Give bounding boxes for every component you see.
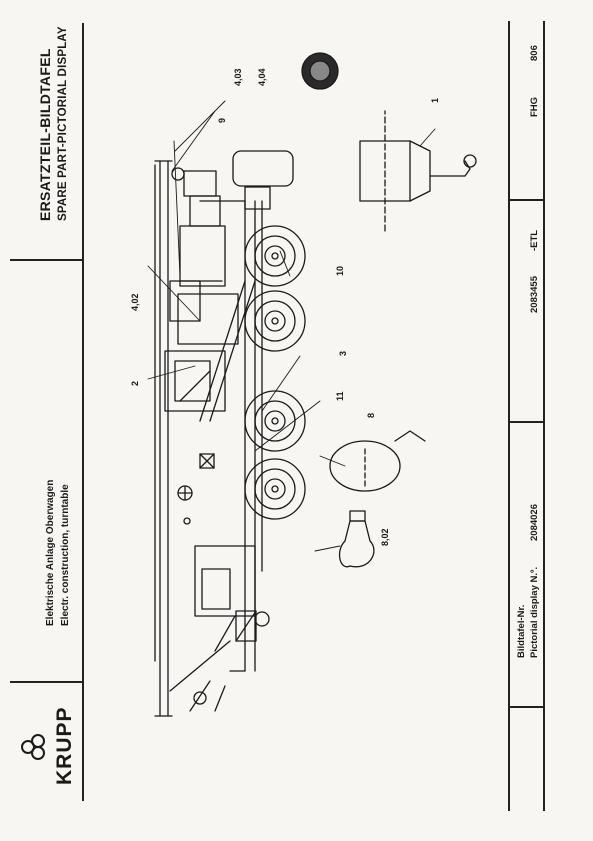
bulb-8-02 <box>338 510 375 568</box>
callout-9: 9 <box>217 117 227 123</box>
lamp-4-04 <box>301 52 339 90</box>
driver-cab <box>169 545 270 712</box>
callout-8: 8 <box>366 412 376 418</box>
lamp-8 <box>329 430 426 492</box>
callout-10: 10 <box>335 265 345 276</box>
wheels <box>244 225 306 520</box>
callout-11: 11 <box>335 391 345 401</box>
callout-4-03: 4,03 <box>233 68 243 86</box>
crane-boom <box>154 160 185 717</box>
callout-4-02: 4,02 <box>130 293 140 311</box>
rear-hook-block <box>214 610 257 712</box>
callout-1: 1 <box>430 97 440 103</box>
crane-superstructure <box>164 170 256 422</box>
front-tank <box>232 150 294 210</box>
callout-2: 2 <box>130 380 140 386</box>
krupp-rings-logo <box>21 734 45 760</box>
carrier-frame <box>199 200 263 672</box>
symbols <box>177 453 215 525</box>
lamp-1 <box>359 110 477 232</box>
leader-lines <box>147 100 436 552</box>
callout-8-02: 8,02 <box>380 528 390 546</box>
callout-3: 3 <box>338 350 348 356</box>
callout-4-04: 4,04 <box>257 68 267 86</box>
